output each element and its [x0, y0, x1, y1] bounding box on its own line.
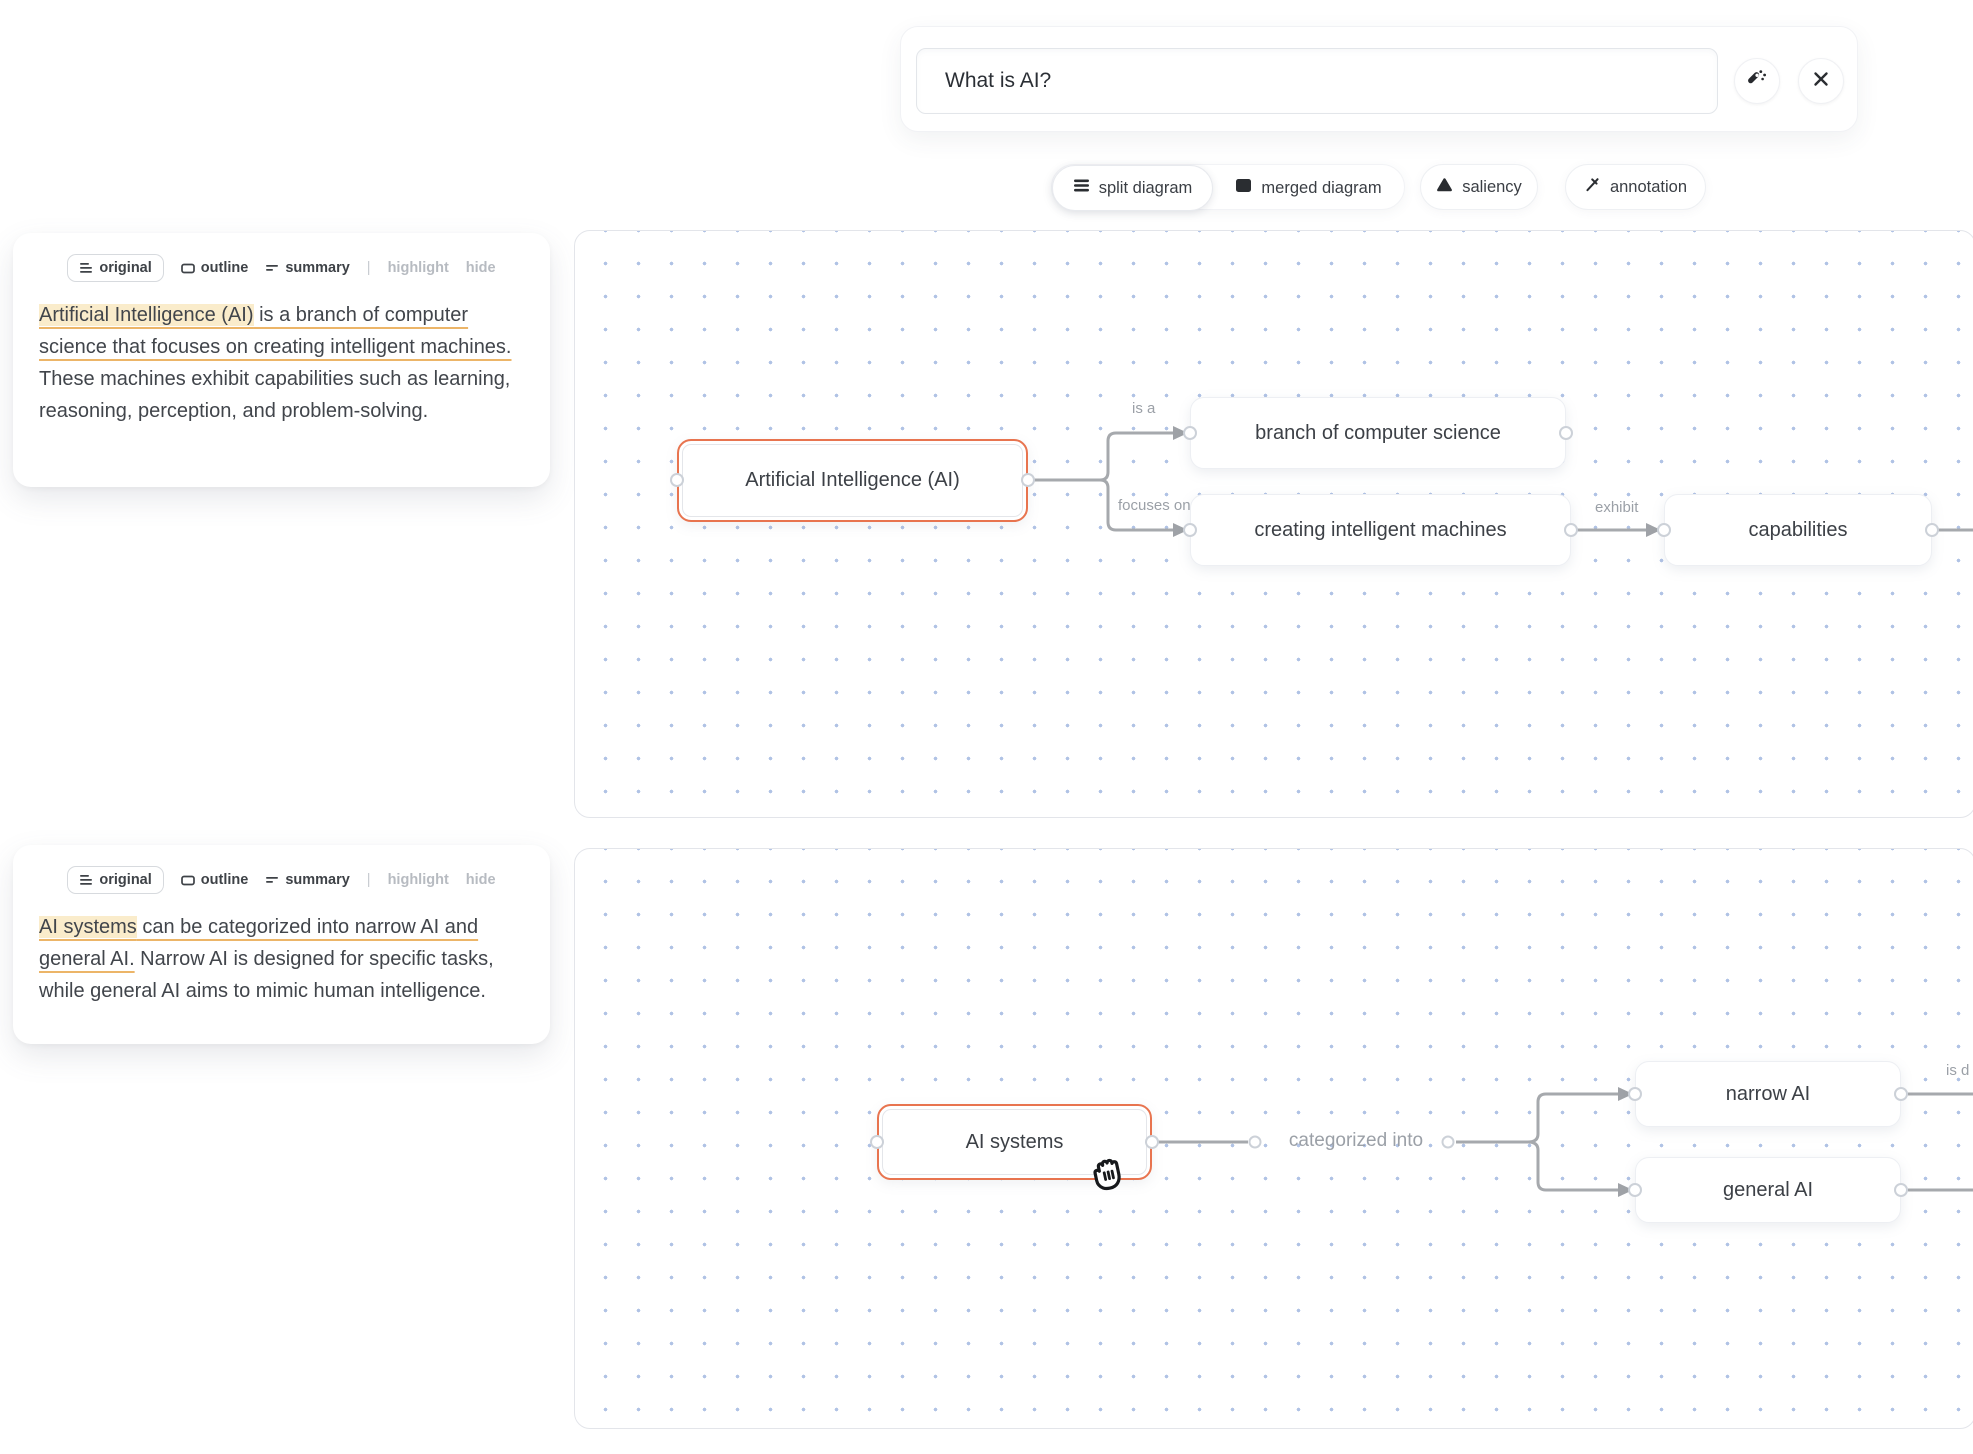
- concept-node-narrow-ai[interactable]: narrow AI: [1635, 1061, 1901, 1127]
- saliency-label: saliency: [1462, 177, 1522, 196]
- node-handle[interactable]: [1628, 1087, 1642, 1101]
- merged-diagram-label: merged diagram: [1261, 178, 1382, 197]
- plain-text: These machines exhibit capabilities such…: [39, 368, 511, 422]
- original-lines-icon: [80, 263, 93, 273]
- tab-summary[interactable]: summary: [265, 872, 350, 888]
- summary-lines-icon: [266, 265, 279, 271]
- node-handle[interactable]: [1564, 523, 1578, 537]
- node-handle[interactable]: [1894, 1087, 1908, 1101]
- merged-diagram-chip[interactable]: merged diagram: [1213, 165, 1404, 211]
- split-diagram-label: split diagram: [1098, 178, 1193, 197]
- edge-label-handle[interactable]: [1441, 1135, 1455, 1149]
- concept-node-general-ai[interactable]: general AI: [1635, 1157, 1901, 1223]
- question-input[interactable]: [916, 48, 1718, 114]
- node-handle[interactable]: [1145, 1135, 1159, 1149]
- tab-outline-label: outline: [200, 260, 249, 276]
- node-handle[interactable]: [1894, 1183, 1908, 1197]
- node-handle[interactable]: [1559, 426, 1573, 440]
- merged-square-icon: [1235, 178, 1252, 198]
- tab-hide[interactable]: hide: [465, 260, 496, 276]
- concept-node-capabilities[interactable]: capabilities: [1664, 494, 1932, 566]
- tab-original[interactable]: original: [67, 866, 164, 894]
- tab-highlight[interactable]: highlight: [387, 260, 449, 276]
- edge-label-is-a: is a: [1132, 400, 1156, 417]
- node-handle[interactable]: [870, 1135, 884, 1149]
- diagram-canvas-2[interactable]: AI systems narrow AI general AI categori…: [574, 848, 1973, 1429]
- tab-hide[interactable]: hide: [465, 872, 496, 888]
- plain-text: Narrow AI is designed for specific tasks…: [39, 948, 494, 1002]
- tab-summary-label: summary: [285, 872, 350, 888]
- underlined-phrase: can be categorized into narrow AI and ge…: [39, 916, 479, 970]
- tab-outline[interactable]: outline: [180, 260, 249, 276]
- node-handle[interactable]: [1021, 473, 1035, 487]
- diagram-mode-segmented-control: split diagram merged diagram: [1051, 164, 1405, 211]
- summary-lines-icon: [266, 877, 279, 883]
- close-button[interactable]: [1798, 58, 1844, 104]
- source-text-panel-2: original outline summary | highlight hid…: [13, 845, 550, 1044]
- annotation-chip[interactable]: annotation: [1565, 164, 1706, 210]
- view-mode-toolbar: split diagram merged diagram saliency: [0, 164, 1973, 211]
- concept-node-branch-of-cs[interactable]: branch of computer science: [1190, 397, 1566, 469]
- diagram-canvas-1[interactable]: Artificial Intelligence (AI) branch of c…: [574, 230, 1973, 818]
- original-lines-icon: [80, 875, 93, 885]
- source-paragraph: Artificial Intelligence (AI) is a branch…: [39, 299, 521, 427]
- tab-divider: |: [366, 872, 371, 888]
- node-handle[interactable]: [1657, 523, 1671, 537]
- magic-wand-icon: [1746, 68, 1768, 95]
- edge-label-partial: is d: [1946, 1062, 1970, 1079]
- tab-outline-label: outline: [200, 872, 249, 888]
- source-text-panel-1: original outline summary | highlight hid…: [13, 233, 550, 487]
- split-lines-icon: [1073, 178, 1090, 198]
- panel-tabs: original outline summary | highlight hid…: [13, 845, 550, 894]
- underlined-phrase: is a branch of computer science that foc…: [39, 304, 512, 358]
- split-diagram-chip[interactable]: split diagram: [1052, 165, 1213, 211]
- tab-outline[interactable]: outline: [180, 872, 249, 888]
- grab-cursor: [1083, 1143, 1139, 1208]
- magic-wand-button[interactable]: [1734, 58, 1780, 104]
- node-handle[interactable]: [1628, 1183, 1642, 1197]
- search-card: [900, 26, 1858, 132]
- annotation-label: annotation: [1609, 177, 1688, 196]
- highlighted-phrase[interactable]: AI systems: [39, 916, 137, 938]
- edge-label-handle[interactable]: [1248, 1135, 1262, 1149]
- node-handle[interactable]: [1925, 523, 1939, 537]
- edges-layer: [1152, 1087, 1973, 1197]
- tab-original-label: original: [99, 872, 152, 888]
- tab-divider: |: [366, 260, 371, 276]
- highlighted-phrase[interactable]: Artificial Intelligence (AI): [39, 304, 254, 326]
- close-icon: [1812, 70, 1830, 93]
- concept-node-ai[interactable]: Artificial Intelligence (AI): [677, 439, 1028, 522]
- edge-label-exhibit: exhibit: [1595, 499, 1639, 516]
- tab-original-label: original: [99, 260, 152, 276]
- outline-rect-icon: [180, 263, 195, 273]
- panel-tabs: original outline summary | highlight hid…: [13, 233, 550, 282]
- edge-label-categorized-into[interactable]: categorized into: [1288, 1130, 1424, 1151]
- edge-label-focuses-on: focuses on: [1118, 497, 1191, 514]
- saliency-triangle-icon: [1436, 177, 1453, 198]
- node-handle[interactable]: [1183, 523, 1197, 537]
- concept-node-creating-machines[interactable]: creating intelligent machines: [1190, 494, 1571, 566]
- edges-layer: [1028, 426, 1973, 537]
- source-paragraph: AI systems can be categorized into narro…: [39, 911, 521, 1007]
- tab-summary-label: summary: [285, 260, 350, 276]
- tab-original[interactable]: original: [67, 254, 164, 282]
- saliency-chip[interactable]: saliency: [1420, 164, 1538, 210]
- annotation-pen-icon: [1584, 176, 1601, 198]
- tab-highlight[interactable]: highlight: [387, 872, 449, 888]
- tab-summary[interactable]: summary: [265, 260, 350, 276]
- node-handle[interactable]: [1183, 426, 1197, 440]
- node-handle[interactable]: [670, 473, 684, 487]
- outline-rect-icon: [180, 875, 195, 885]
